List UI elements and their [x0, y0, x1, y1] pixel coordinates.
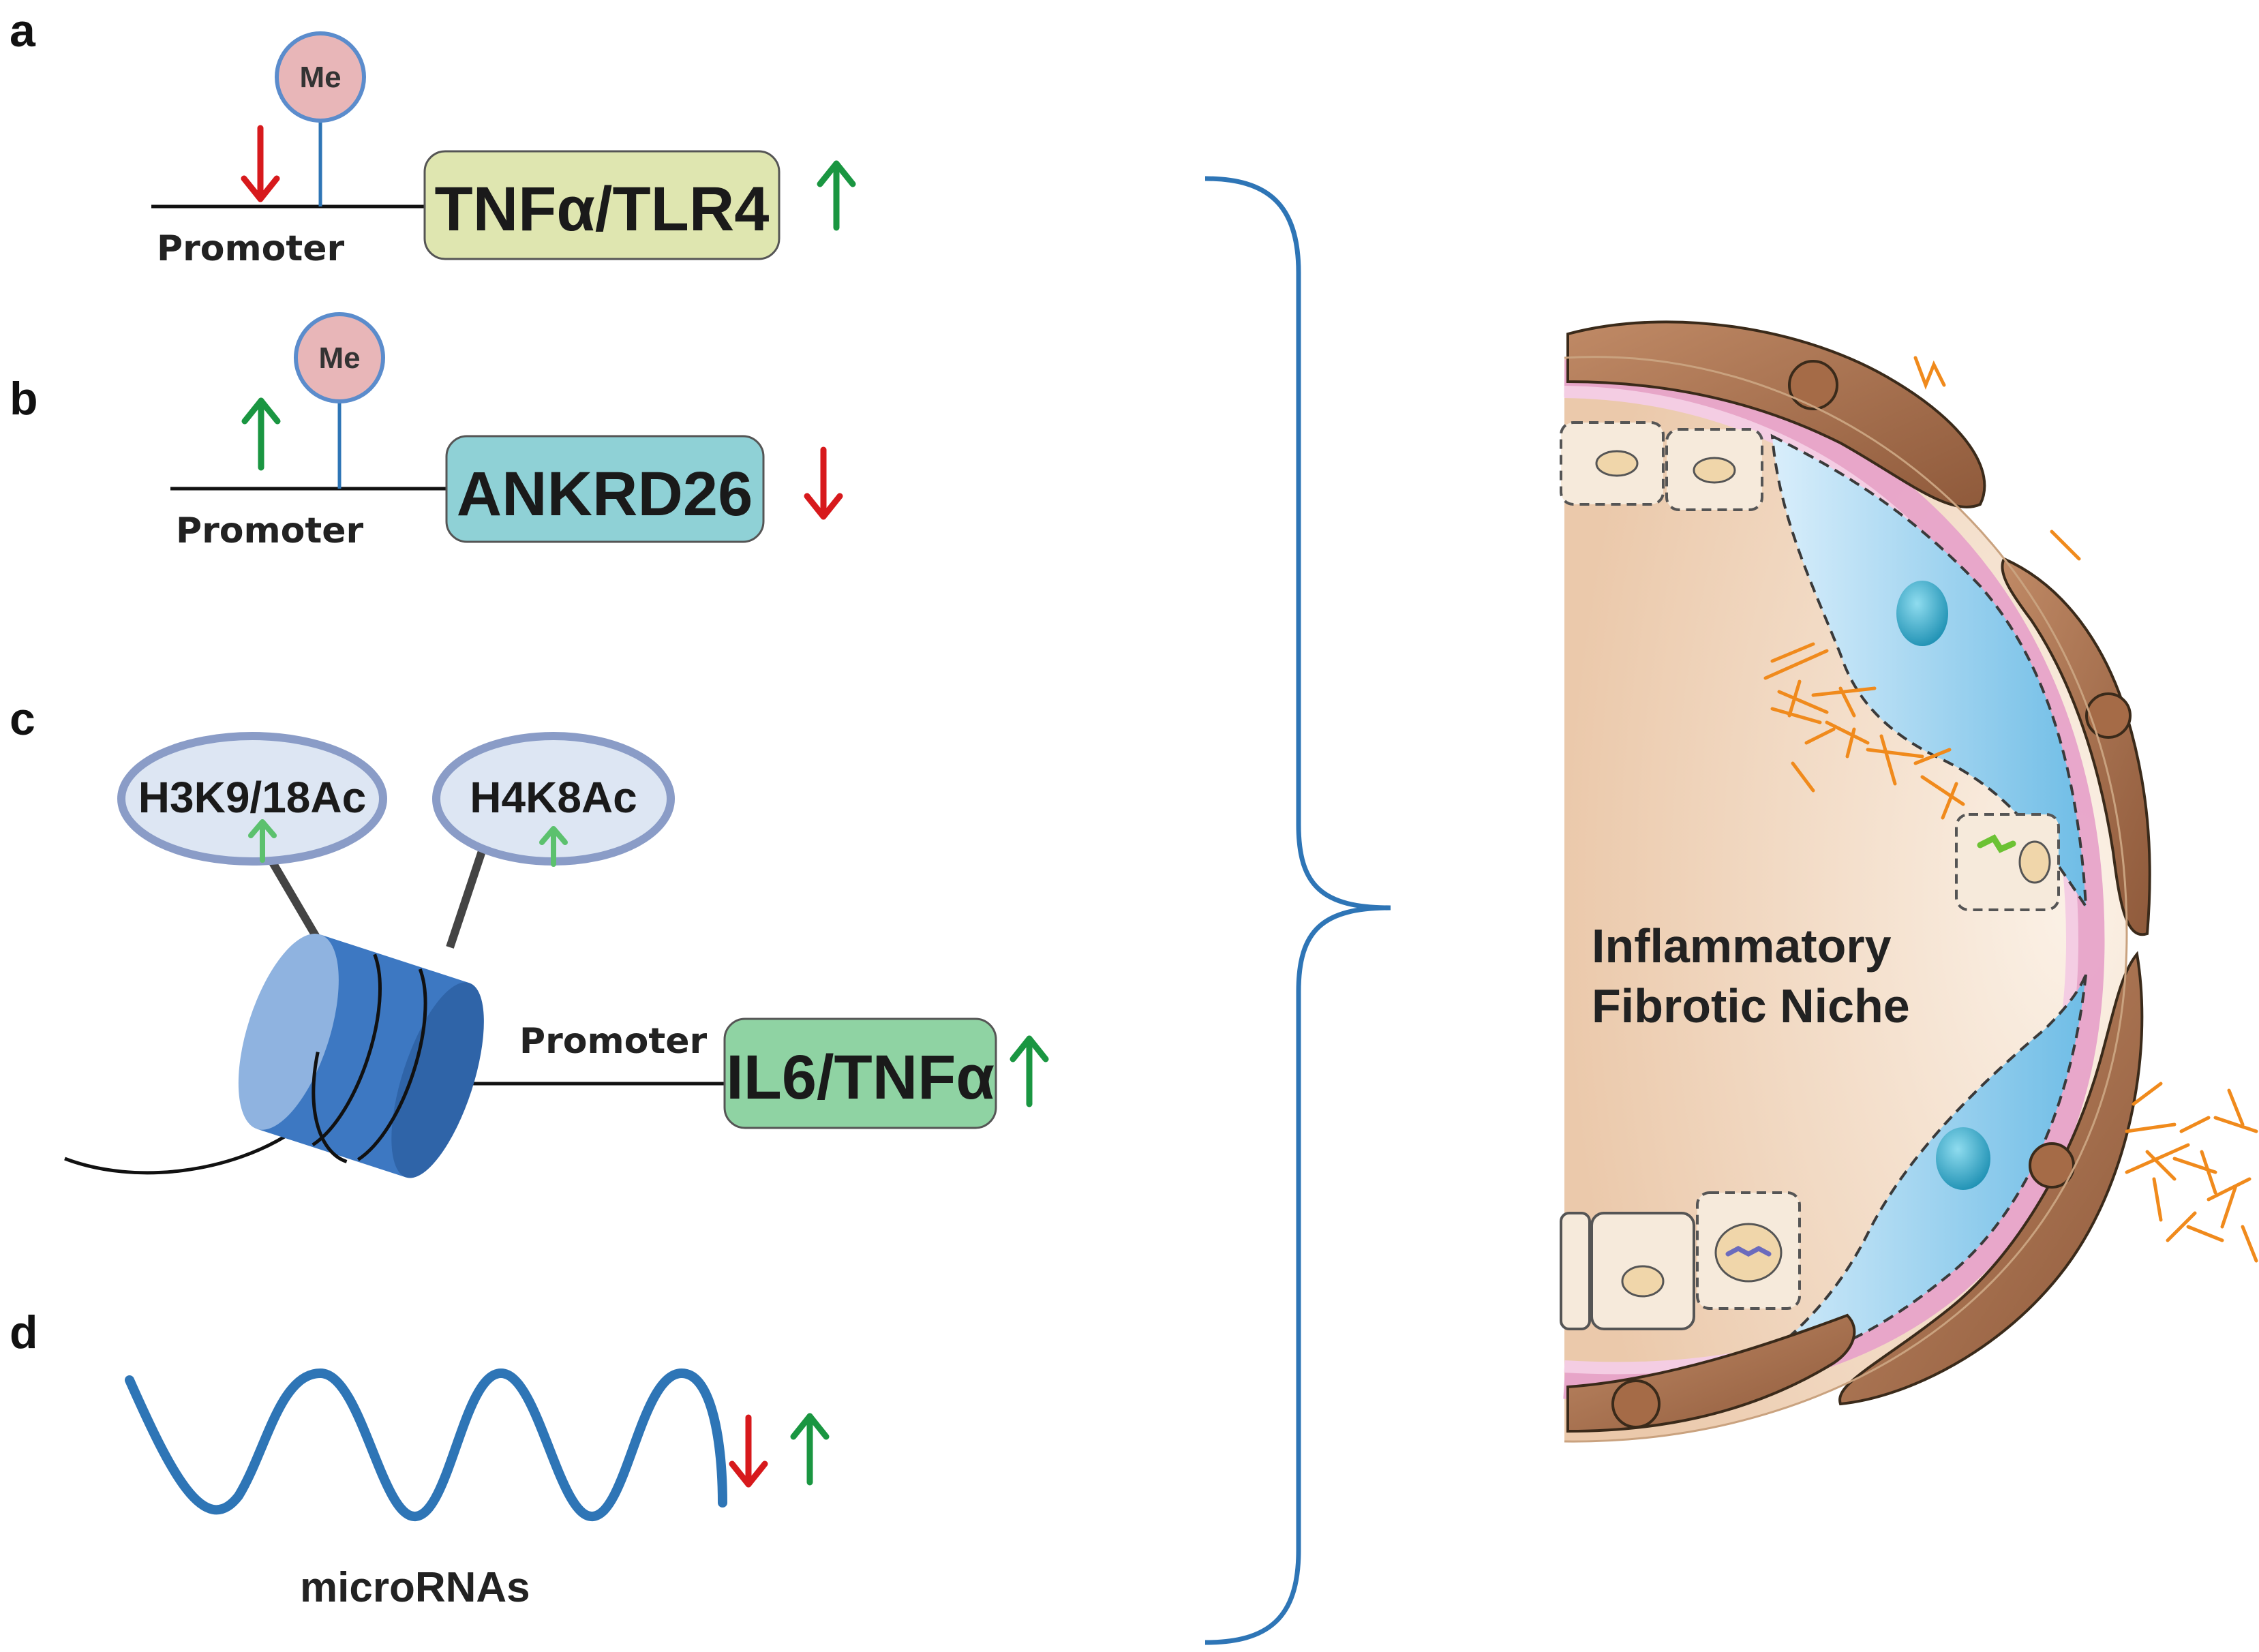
microrna-wave-icon: [125, 1368, 727, 1521]
panel-d: d microRNAs: [10, 1306, 830, 1611]
promoter-label: Promoter: [157, 228, 345, 269]
panel-letter-a: a: [10, 5, 36, 57]
up-arrow-icon: [248, 819, 277, 863]
methyl-group-icon: Me: [294, 312, 385, 403]
histone-label: H4K8Ac: [470, 773, 637, 822]
up-arrow-icon: [539, 826, 568, 867]
promoter-label: Promoter: [176, 510, 364, 551]
methyl-label: Me: [299, 61, 341, 94]
panel-letter-c: c: [10, 693, 35, 745]
histone-label: H3K9/18Ac: [138, 773, 366, 822]
methyl-group-icon: Me: [275, 31, 366, 123]
gene-label: IL6/TNFα: [726, 1043, 995, 1112]
histone-mark-h4k8: H4K8Ac: [432, 732, 675, 867]
up-arrow-icon: [1010, 1035, 1049, 1107]
curly-brace-icon: [1204, 176, 1391, 1645]
gene-label: TNFα/TLR4: [435, 174, 770, 244]
gene-box: [423, 150, 780, 260]
gene-label: ANKRD26: [457, 459, 753, 529]
niche-label-line-1: Inflammatory: [1592, 919, 1892, 973]
down-arrow-icon: [804, 446, 843, 520]
down-arrow-icon: [729, 1414, 768, 1488]
up-arrow-icon: [817, 160, 856, 231]
down-arrow-icon: [241, 125, 280, 202]
panel-a: a Me Promoter TNFα/TLR4: [10, 5, 856, 269]
alveolus-icon: [1560, 320, 2151, 1443]
histone-tail: [446, 844, 488, 949]
promoter-label: Promoter: [519, 1021, 708, 1062]
panel-b: b Me Promoter ANKRD26: [10, 312, 843, 551]
gene-box: [723, 1018, 997, 1129]
collagen-fibrils: [1763, 356, 2258, 1263]
niche-label-line-2: Fibrotic Niche: [1592, 979, 1910, 1032]
methyl-label: Me: [318, 341, 360, 375]
cell-nucleus: [1896, 581, 1948, 646]
panel-letter-b: b: [10, 373, 38, 425]
nucleosome-icon: [238, 933, 484, 1178]
microrna-label: microRNAs: [300, 1564, 530, 1611]
gene-box: [445, 435, 765, 543]
panel-c: c H3K9/18Ac H4K8Ac: [10, 693, 1049, 1178]
panel-letter-d: d: [10, 1306, 38, 1358]
up-arrow-icon: [241, 397, 281, 471]
up-arrow-icon: [790, 1413, 830, 1486]
cell-nucleus: [1936, 1127, 1990, 1190]
histone-mark-h3k9: H3K9/18Ac: [117, 732, 387, 866]
